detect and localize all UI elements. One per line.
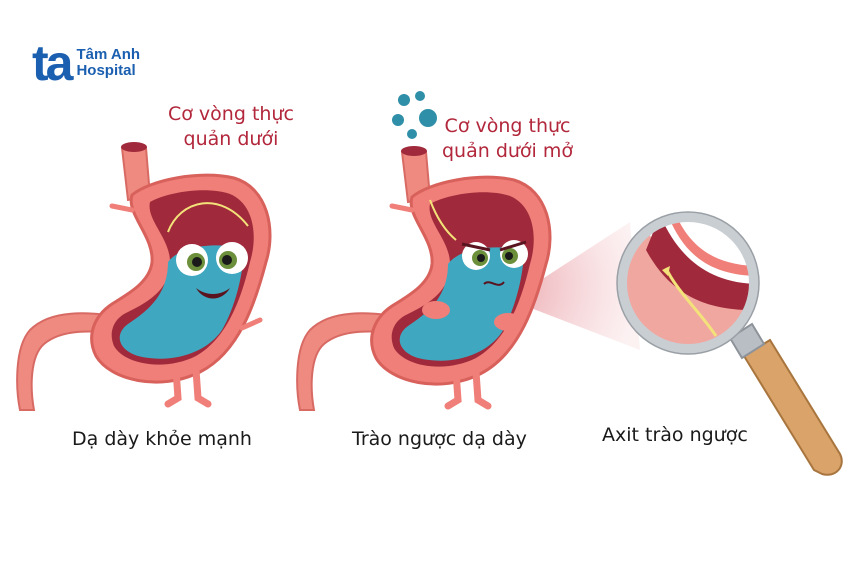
- acid-bubble: [398, 94, 410, 106]
- logo-subtitle: Hospital: [76, 62, 136, 79]
- label-line: Cơ vòng thực: [168, 103, 294, 125]
- healthy-stomach: [16, 142, 272, 411]
- logo-text: Tâm Anh Hospital: [76, 47, 140, 79]
- caption-acid-reflux: Axit trào ngược: [602, 424, 748, 446]
- hospital-logo: ta Tâm Anh Hospital: [32, 38, 140, 88]
- caption-healthy-stomach: Dạ dày khỏe mạnh: [72, 428, 252, 450]
- reflux-esophagus-opening: [401, 146, 427, 156]
- reflux-duodenum: [296, 312, 434, 411]
- reflux-worried-brows: [461, 240, 527, 252]
- label-line: quản dưới mở: [442, 139, 574, 162]
- healthy-esophagus-opening: [121, 142, 147, 152]
- healthy-stomach-acid: [119, 245, 244, 359]
- healthy-smile: [196, 288, 230, 299]
- reflux-acid-pointer: [429, 199, 457, 241]
- magnifier: [616, 211, 843, 476]
- acid-bubble: [419, 109, 437, 127]
- acid-bubble: [392, 114, 404, 126]
- caption-gastric-reflux: Trào ngược dạ dày: [352, 428, 527, 450]
- healthy-duodenum: [16, 312, 154, 411]
- magnifier-rim: [617, 212, 759, 354]
- label-lower-esophageal-sphincter: Cơ vòng thực quản dưới: [168, 102, 294, 151]
- logo-mark: ta: [32, 35, 74, 91]
- reflux-stomach-acid: [399, 247, 524, 361]
- acid-bubble: [407, 129, 417, 139]
- acid-bubble: [415, 91, 425, 101]
- reflux-frown: [483, 281, 505, 286]
- healthy-sphincter-pointer: [167, 202, 249, 233]
- label-open-sphincter: Cơ vòng thực quản dưới mở: [442, 114, 573, 163]
- label-line: quản dưới: [183, 127, 279, 150]
- magnifier-beam: [510, 222, 640, 350]
- reflux-stomach: [296, 91, 640, 411]
- label-line: Cơ vòng thực: [444, 115, 571, 137]
- magnifier-handle: [742, 338, 843, 476]
- logo-name: Tâm Anh: [76, 46, 141, 64]
